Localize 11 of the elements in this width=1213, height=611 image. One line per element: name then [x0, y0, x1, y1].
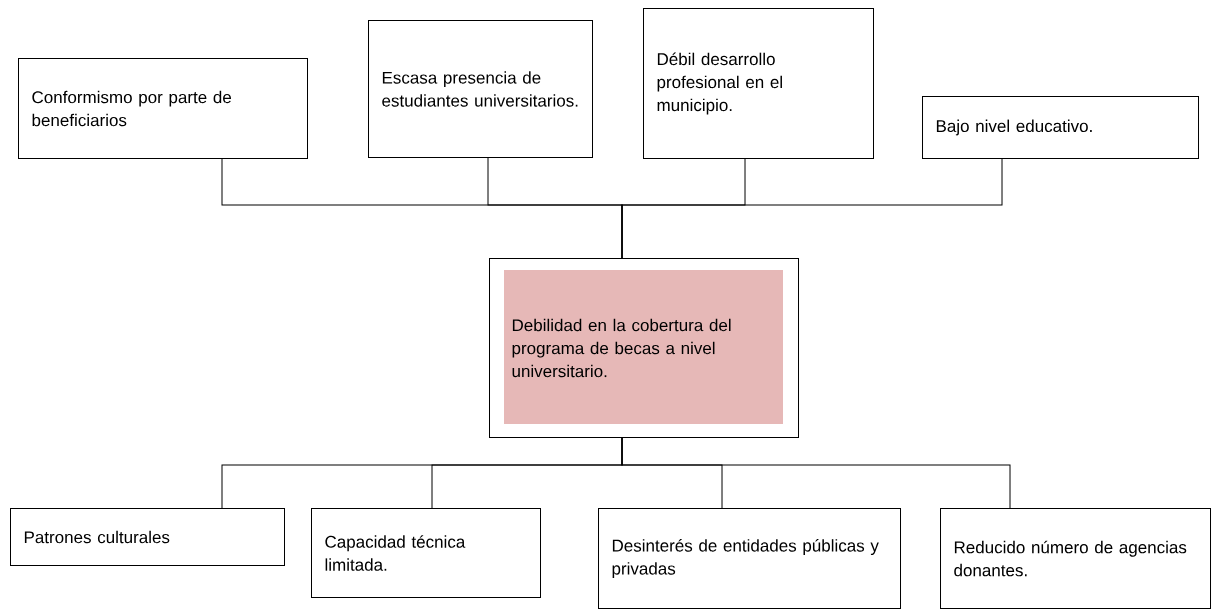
effect-box: Patrones culturales	[10, 508, 285, 566]
effect-box: Capacidad técnica limitada.	[311, 508, 541, 598]
problem-box: Debilidad en la cobertura del programa de becas a nivel universitario.	[489, 258, 799, 438]
connector	[621, 157, 1003, 259]
cause-box: Bajo nivel educativo.	[922, 96, 1199, 159]
effect-box: Desinterés de entidades públicas y privadas	[598, 508, 901, 609]
effect-box: Reducido número de agencias donantes.	[940, 508, 1211, 609]
cause-box: Escasa presencia de estudiantes universitarios.	[368, 20, 593, 158]
cause-box: Conformismo por parte de beneficiarios	[18, 58, 308, 159]
connector	[621, 436, 1011, 509]
cause-box: Débil desarrollo profesional en el municipio.	[643, 8, 874, 159]
